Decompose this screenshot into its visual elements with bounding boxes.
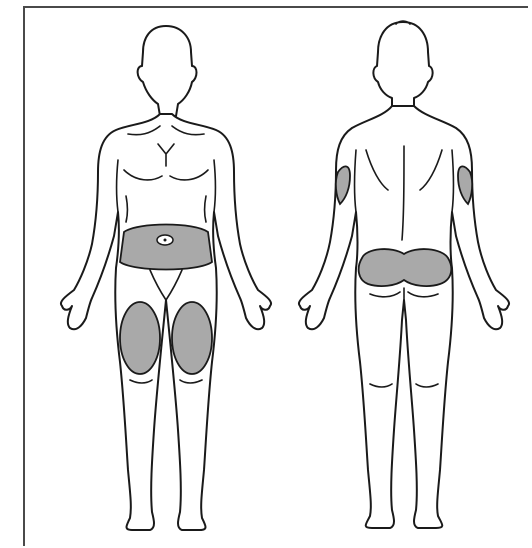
- left-thigh-zone: [120, 302, 160, 374]
- right-thigh-zone: [172, 302, 212, 374]
- front-body: [61, 114, 271, 530]
- abdomen-zone: [120, 225, 212, 270]
- back-head: [373, 22, 432, 108]
- buttocks-zone: [359, 249, 452, 286]
- front-head: [138, 26, 197, 116]
- front-body-figure: [61, 26, 271, 530]
- navel-dot: [164, 239, 167, 242]
